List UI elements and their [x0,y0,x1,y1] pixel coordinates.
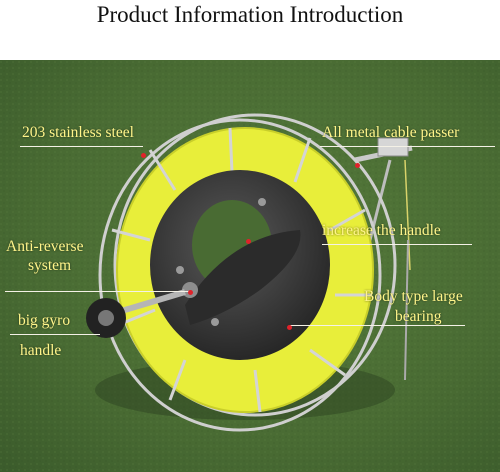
leader-line-passer [320,146,495,147]
label-all-metal-cable-passer: All metal cable passer [322,124,460,141]
hub-handle-bar [185,230,301,325]
title-bar: Product Information Introduction [0,0,500,60]
page-title: Product Information Introduction [96,2,404,27]
leader-line-increase-handle [322,244,472,245]
label-203-stainless-steel: 203 stainless steel [22,124,134,141]
marker-dot-bearing [287,325,292,330]
label-bearing: bearing [395,308,442,325]
steel-frame [98,113,397,432]
marker-dot-anti-reverse [188,290,193,295]
leader-line-steel [20,146,143,147]
marker-dot-steel [141,153,146,158]
leader-line-anti-reverse [5,291,190,292]
marker-dot-passer [355,163,360,168]
marker-dot-handle [246,239,251,244]
kite-reel-photo [0,60,500,472]
label-anti-reverse: Anti-reverse [6,238,84,255]
label-anti-reverse-system: system [28,257,72,274]
label-body-type-large: Body type large [364,288,463,305]
leader-line-body-bearing [290,325,465,326]
big-gyro-knob [86,289,186,338]
label-big-gyro: big gyro [18,312,71,329]
frame-spokes [111,127,372,413]
label-handle: handle [20,342,62,359]
leader-line-big-gyro [10,334,100,335]
label-increase-the-handle: increase the handle [322,222,441,239]
